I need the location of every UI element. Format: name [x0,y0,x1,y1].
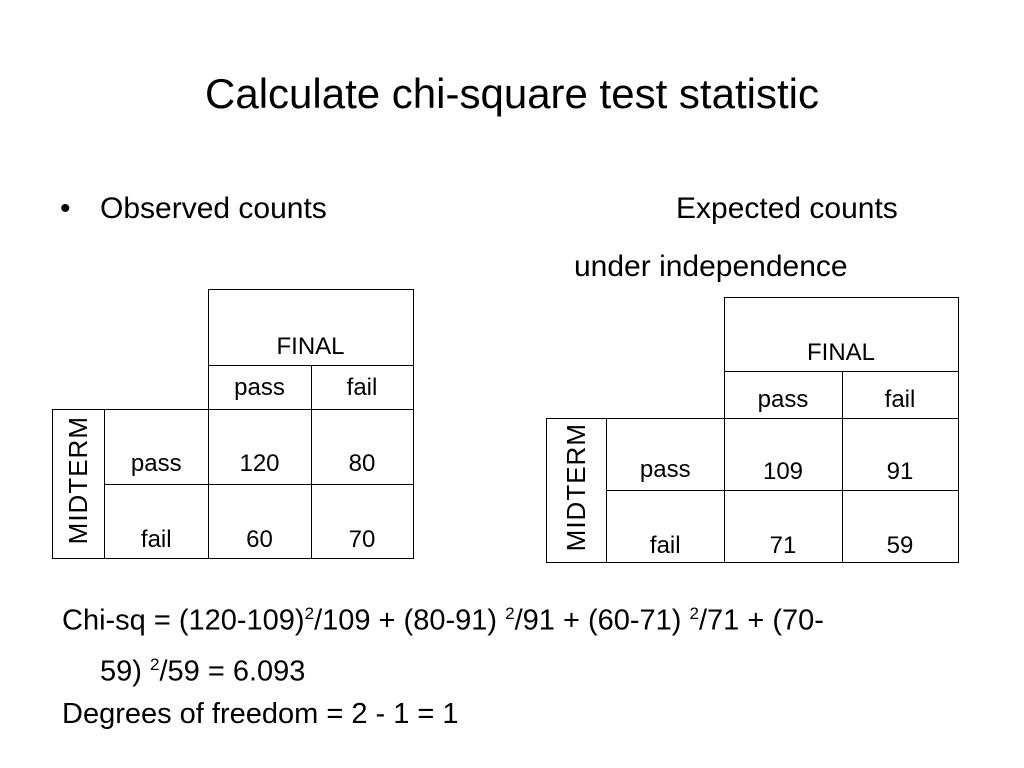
final-header: FINAL [723,297,959,372]
slide-title: Calculate chi-square test statistic [205,70,819,117]
expected-counts-label: Expected counts [676,192,898,225]
col-header-pass: pass [207,365,312,410]
cell-fail-pass: 60 [207,484,312,559]
final-header: FINAL [207,289,414,366]
cell-fail-pass: 71 [723,490,843,563]
expected-counts-sublabel: under independence [574,250,848,283]
cell-pass-pass: 120 [207,409,312,485]
cell-pass-fail: 91 [841,418,959,491]
degrees-of-freedom: Degrees of freedom = 2 - 1 = 1 [62,698,459,730]
formula-part: 59) [100,655,150,688]
observed-counts-label: Observed counts [100,192,327,225]
formula-part: /71 + (70- [698,604,824,637]
col-header-fail: fail [310,365,414,410]
row-header-fail: fail [104,484,209,559]
cell-fail-fail: 59 [841,490,959,563]
formula-part: /91 + (60-71) [514,604,690,637]
bullet-icon: • [60,192,71,225]
row-header-fail: fail [606,490,725,563]
col-header-fail: fail [841,371,959,419]
cell-pass-pass: 109 [723,418,843,491]
midterm-header: MIDTERM [52,409,105,559]
row-header-pass: pass [104,409,209,485]
formula-exponent: 2 [689,604,699,623]
col-header-pass: pass [723,371,843,419]
observed-bullet: • Observed counts [60,192,327,226]
formula-exponent: 2 [505,604,515,623]
cell-fail-fail: 70 [310,484,414,559]
midterm-label: MIDTERM [63,416,93,545]
formula-part: /59 = 6.093 [159,655,306,688]
midterm-header: MIDTERM [546,418,607,563]
formula-exponent: 2 [304,604,315,623]
row-header-pass: pass [606,418,725,491]
formula-part: /109 + (80-91) [314,604,506,637]
cell-pass-fail: 80 [310,409,414,485]
chi-square-formula: Chi-sq = (120-109)2/109 + (80-91) 2/91 +… [62,592,824,693]
observed-table: FINAL pass fail MIDTERM pass 120 80 fail… [52,289,414,559]
formula-exponent: 2 [149,654,160,674]
expected-table: FINAL pass fail MIDTERM pass 109 91 fail… [546,297,959,563]
midterm-label: MIDTERM [561,422,591,552]
formula-part: Chi-sq = (120-109) [62,604,305,637]
